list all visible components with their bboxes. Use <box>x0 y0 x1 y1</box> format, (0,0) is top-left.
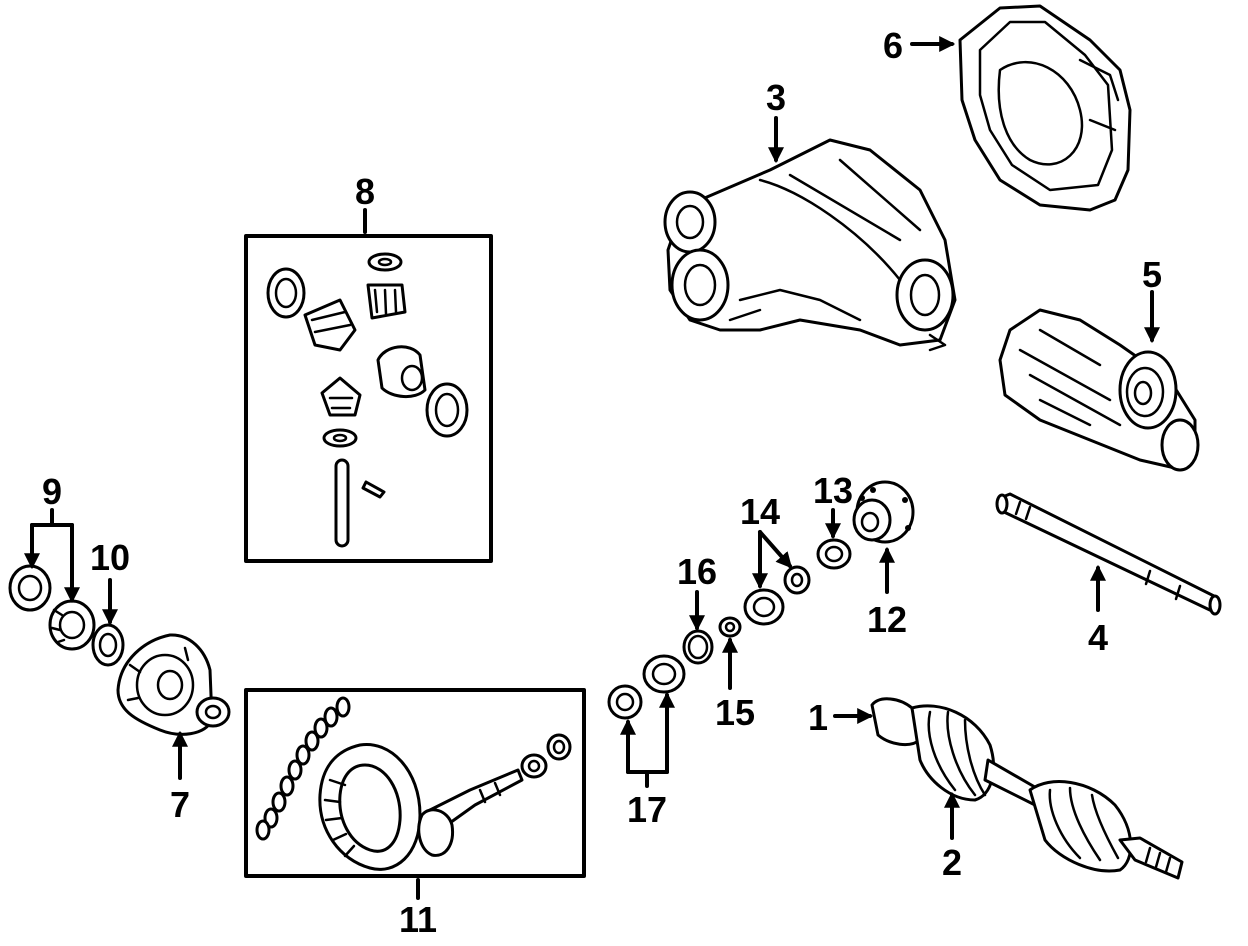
pinion-nut-14a[interactable] <box>783 565 811 595</box>
pinion-bearing-17b[interactable] <box>607 684 643 720</box>
crush-sleeve-15[interactable] <box>718 616 742 638</box>
callout-15: 15 <box>715 692 755 733</box>
callout-4: 4 <box>1088 617 1108 658</box>
differential-gear-kit-box[interactable] <box>244 234 493 563</box>
axle-shaft-part[interactable] <box>995 492 1222 616</box>
callout-17: 17 <box>627 789 667 830</box>
pinion-seal-13[interactable] <box>816 538 852 570</box>
carrier-bearing-9b[interactable] <box>48 599 96 651</box>
callout-1: 1 <box>808 697 828 738</box>
callout-5: 5 <box>1142 254 1162 295</box>
callout-12: 12 <box>867 599 907 640</box>
pinion-bearing-17a[interactable] <box>642 654 686 694</box>
callout-9: 9 <box>42 471 62 512</box>
differential-case-part[interactable] <box>116 633 231 736</box>
pinion-flange-part[interactable] <box>852 480 915 544</box>
callout-6: 6 <box>883 25 903 66</box>
callout-7: 7 <box>170 784 190 825</box>
callout-10: 10 <box>90 537 130 578</box>
ring-gear-bolts <box>255 696 351 841</box>
extension-housing-part[interactable] <box>998 308 1200 472</box>
differential-cover-part[interactable] <box>958 4 1132 212</box>
callout-16: 16 <box>677 551 717 592</box>
callout-13: 13 <box>813 470 853 511</box>
callout-11: 11 <box>399 899 437 940</box>
cv-axle-part[interactable] <box>870 697 1184 880</box>
callout-2: 2 <box>942 842 962 883</box>
leader-lines <box>24 36 1160 900</box>
callout-14: 14 <box>740 491 780 532</box>
carrier-bearing-9a[interactable] <box>8 564 52 612</box>
differential-housing-part[interactable] <box>663 138 957 352</box>
ring-pinion-kit-box[interactable] <box>244 688 586 878</box>
shim-10[interactable] <box>91 623 125 667</box>
callout-8: 8 <box>355 171 375 212</box>
pinion-bearing-14b[interactable] <box>743 588 785 626</box>
shim-16[interactable] <box>682 629 714 665</box>
callout-3: 3 <box>766 77 786 118</box>
callout-numbers: 1 2 3 4 5 6 7 8 9 10 11 12 13 14 15 16 1… <box>42 25 1162 940</box>
